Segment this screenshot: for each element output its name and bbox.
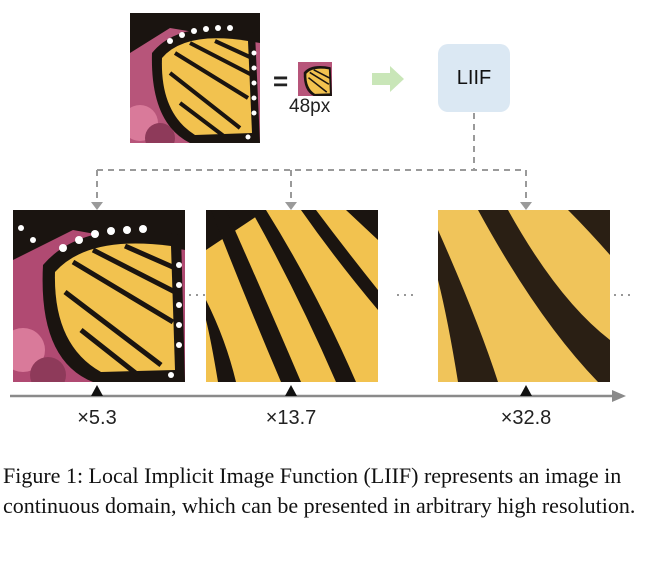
scale-label-3: ×32.8 xyxy=(500,407,552,429)
equals-sign: = xyxy=(273,66,289,96)
scale-label-2: ×13.7 xyxy=(265,407,317,429)
output-image-x13-7 xyxy=(206,210,378,382)
ellipsis-3: ··· xyxy=(612,284,633,304)
thumbnail-48px-image xyxy=(298,62,332,96)
ellipsis-1: ··· xyxy=(187,284,208,304)
scale-axis xyxy=(10,385,626,402)
input-butterfly-image xyxy=(130,13,260,143)
scale-label-1: ×5.3 xyxy=(77,407,117,429)
input-size-label: 48px xyxy=(289,96,331,117)
ellipsis-2: ··· xyxy=(395,284,416,304)
output-image-x32-8 xyxy=(438,210,610,382)
figure-caption: Figure 1: Local Implicit Image Function … xyxy=(3,463,636,518)
arrow-right-icon xyxy=(372,66,404,92)
output-image-x5-3 xyxy=(13,210,185,382)
dashed-connectors xyxy=(91,113,532,210)
liif-model-node: LIIF xyxy=(438,44,510,112)
